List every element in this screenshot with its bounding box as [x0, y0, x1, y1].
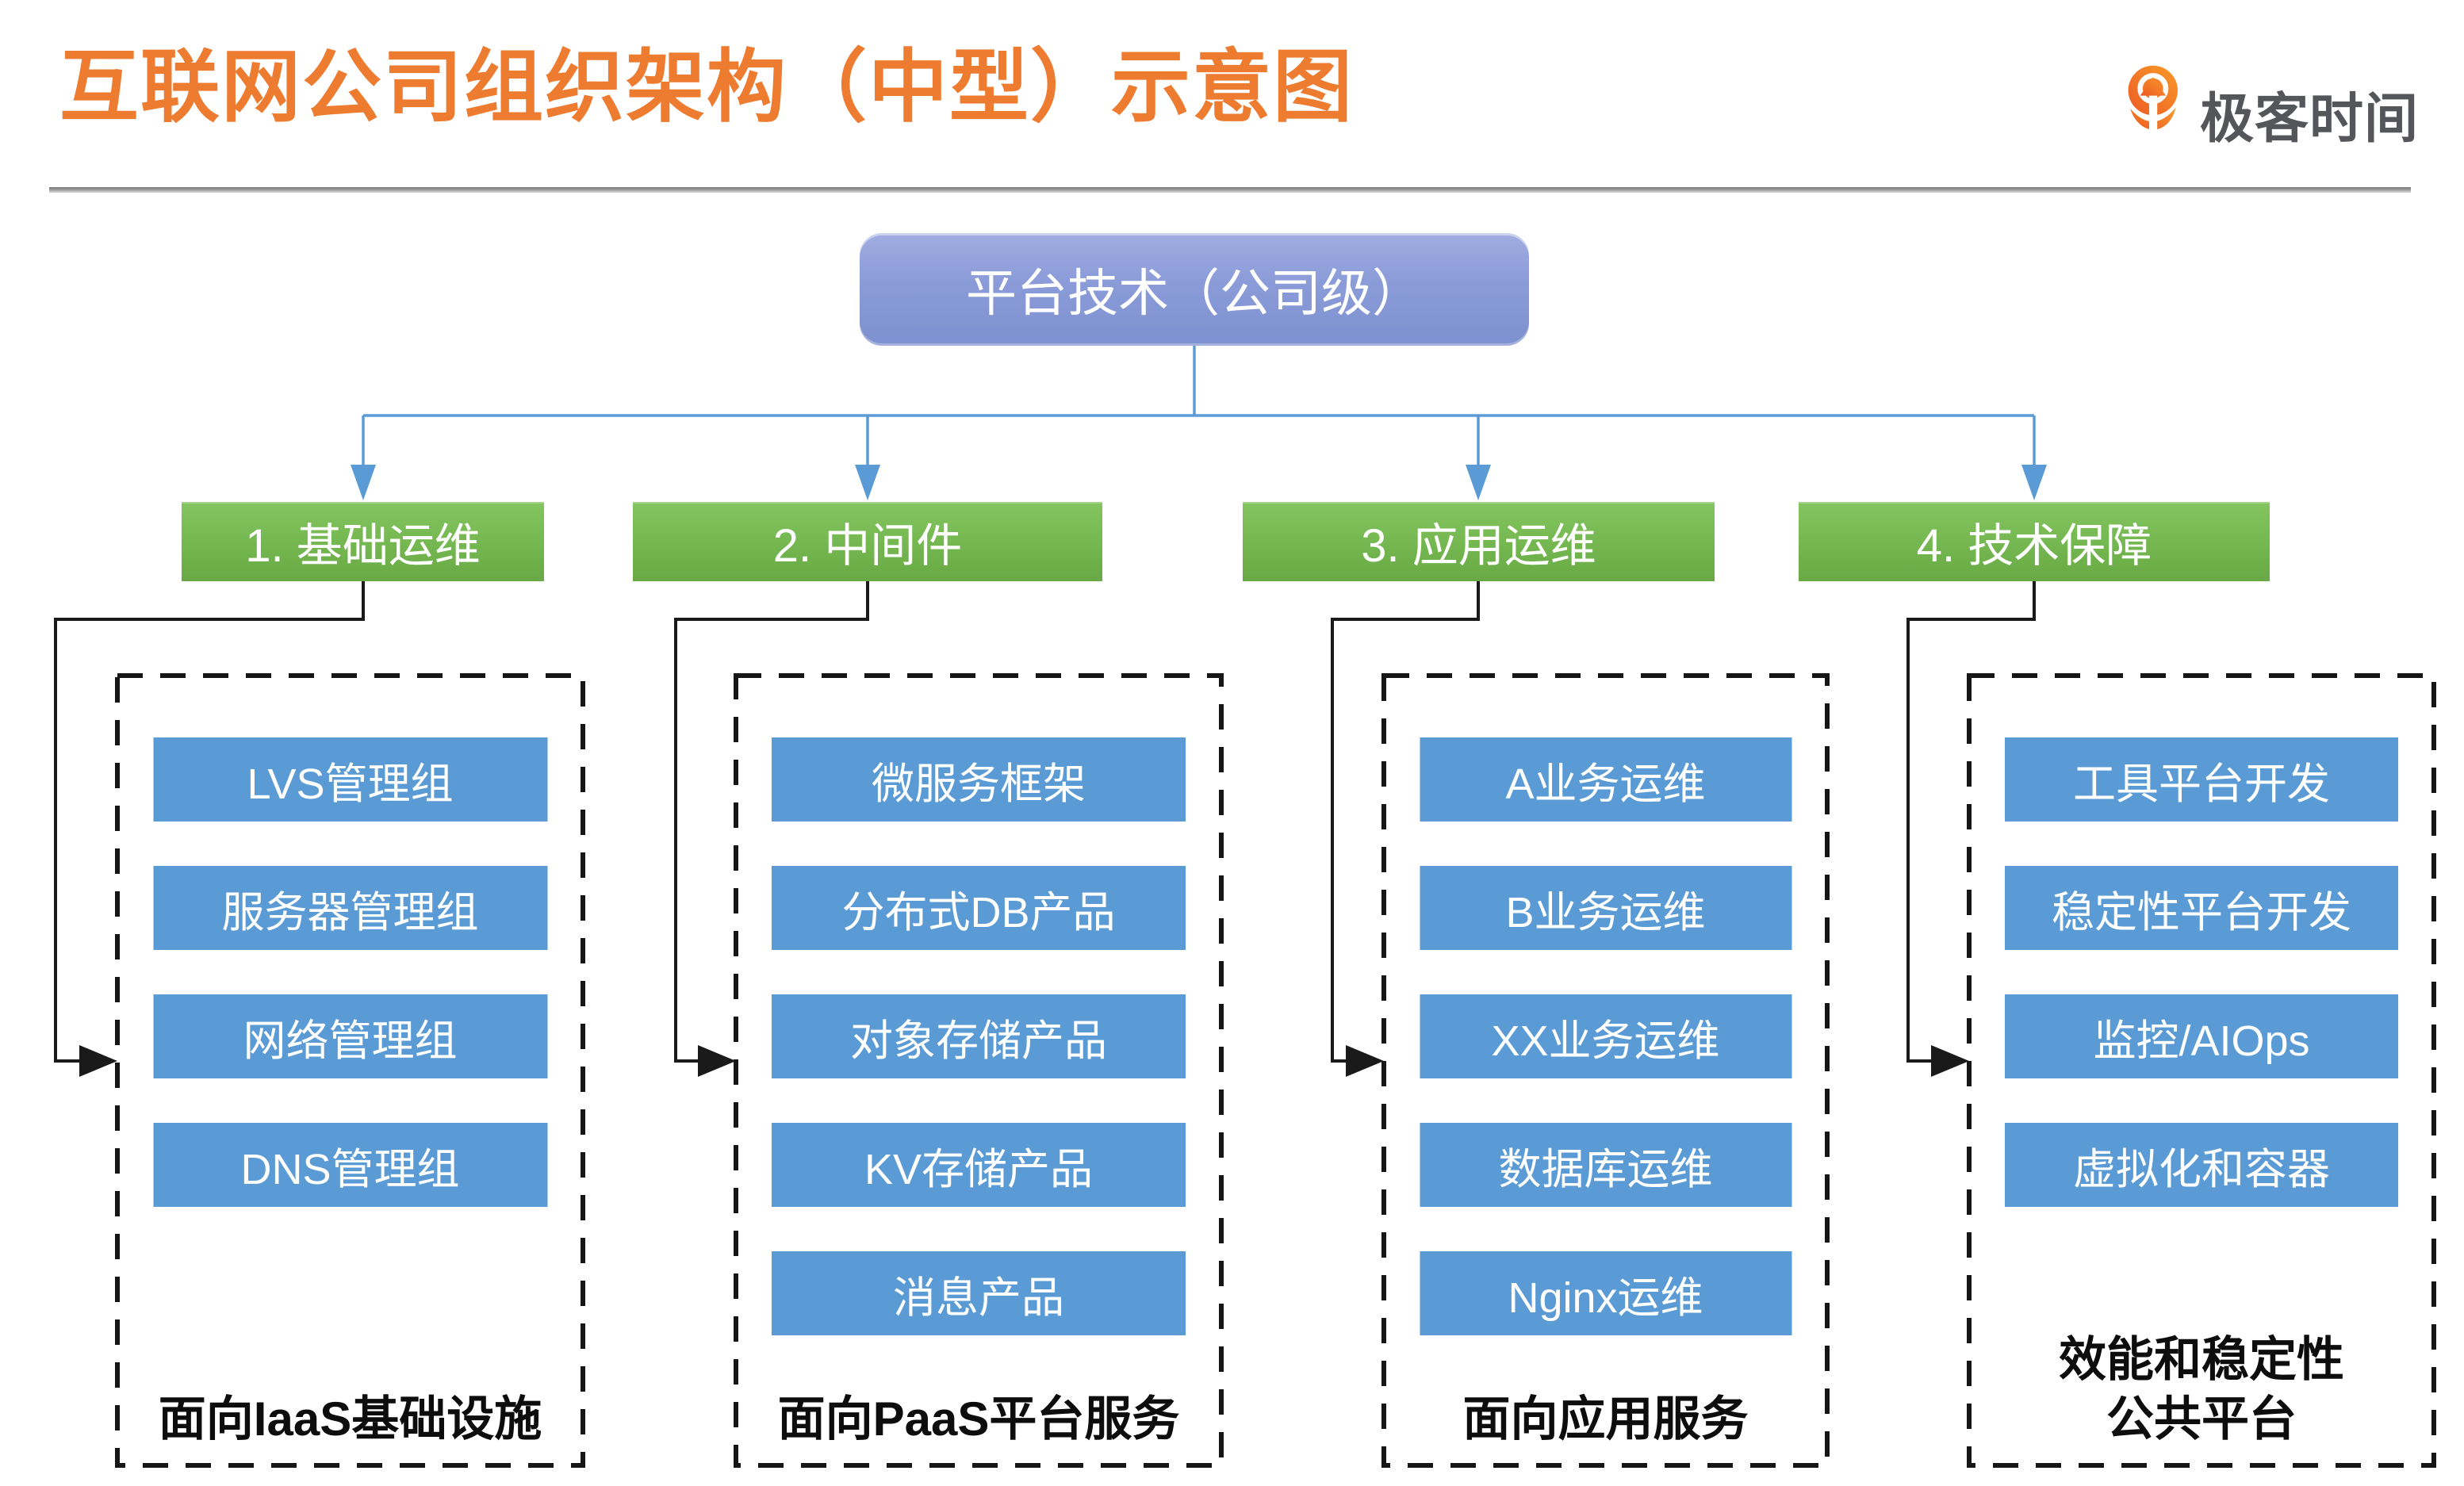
dept-group-app-ops: 面向应用服务 A业务运维 B业务运维 XX业务运维数据库运维 Nginx运维 [1381, 673, 1830, 1468]
team-box: A业务运维 [1420, 737, 1791, 822]
team-box: 服务器管理组 [153, 866, 547, 950]
team-box: 工具平台开发 [2005, 737, 2398, 822]
arrow-right-icon [1346, 1045, 1384, 1077]
team-box: 虚拟化和容器 [2005, 1123, 2398, 1207]
arrow-down-icon [2021, 465, 2047, 500]
dept-node-tech-assurance: 4. 技术保障 [1799, 502, 2270, 581]
team-box: DNS管理组 [153, 1123, 547, 1207]
team-box: 消息产品 [772, 1251, 1186, 1335]
brand-name: 极客时间 [2200, 89, 2420, 149]
team-box: 稳定性平台开发 [2005, 866, 2398, 950]
team-box: KV存储产品 [772, 1123, 1186, 1207]
arrow-down-icon [351, 465, 376, 500]
arrow-right-icon [79, 1045, 117, 1077]
team-box: Nginx运维 [1420, 1251, 1791, 1335]
dept-node-app-ops: 3. 应用运维 [1243, 502, 1715, 581]
dept-caption: 效能和稳定性 公共平台 [2059, 1333, 2344, 1446]
arrow-right-icon [1931, 1045, 1969, 1077]
root-node-platform-tech: 平台技术（公司级） [860, 233, 1529, 346]
dept-node-middleware: 2. 中间件 [633, 502, 1102, 581]
dept-caption: 面向IaaS基础设施 [158, 1392, 542, 1446]
geekbang-pin-icon [2128, 65, 2178, 136]
dept-caption: 面向应用服务 [1462, 1392, 1749, 1446]
team-box: LVS管理组 [153, 737, 547, 822]
dept-group-tech-assurance: 效能和稳定性 公共平台 工具平台开发稳定性平台开发监控/AIOps 虚拟化和容器 [1967, 673, 2436, 1468]
dept-group-middleware: 面向PaaS平台服务 微服务框架分布式DB产品对象存储产品 KV存储产品消息产品 [734, 673, 1224, 1468]
team-box: B业务运维 [1420, 866, 1791, 950]
team-box: 监控/AIOps [2005, 994, 2398, 1078]
dept-group-infra-ops: 面向IaaS基础设施 LVS管理组服务器管理组网络管理组 DNS管理组 [115, 673, 585, 1468]
dept-node-infra-ops: 1. 基础运维 [182, 502, 544, 581]
dept-caption: 面向PaaS平台服务 [777, 1392, 1180, 1446]
team-box: 网络管理组 [153, 994, 547, 1078]
page-title: 互联网公司组织架构（中型）示意图 [59, 43, 1354, 132]
team-box: XX业务运维 [1420, 994, 1791, 1078]
team-box: 数据库运维 [1420, 1123, 1791, 1207]
team-box: 分布式DB产品 [772, 866, 1186, 950]
brand-logo: 极客时间 [2125, 62, 2458, 149]
title-divider-line [49, 187, 2411, 193]
arrow-down-icon [1466, 465, 1491, 500]
team-box: 微服务框架 [772, 737, 1186, 822]
arrow-down-icon [855, 465, 880, 500]
arrow-right-icon [698, 1045, 736, 1077]
team-box: 对象存储产品 [772, 994, 1186, 1078]
